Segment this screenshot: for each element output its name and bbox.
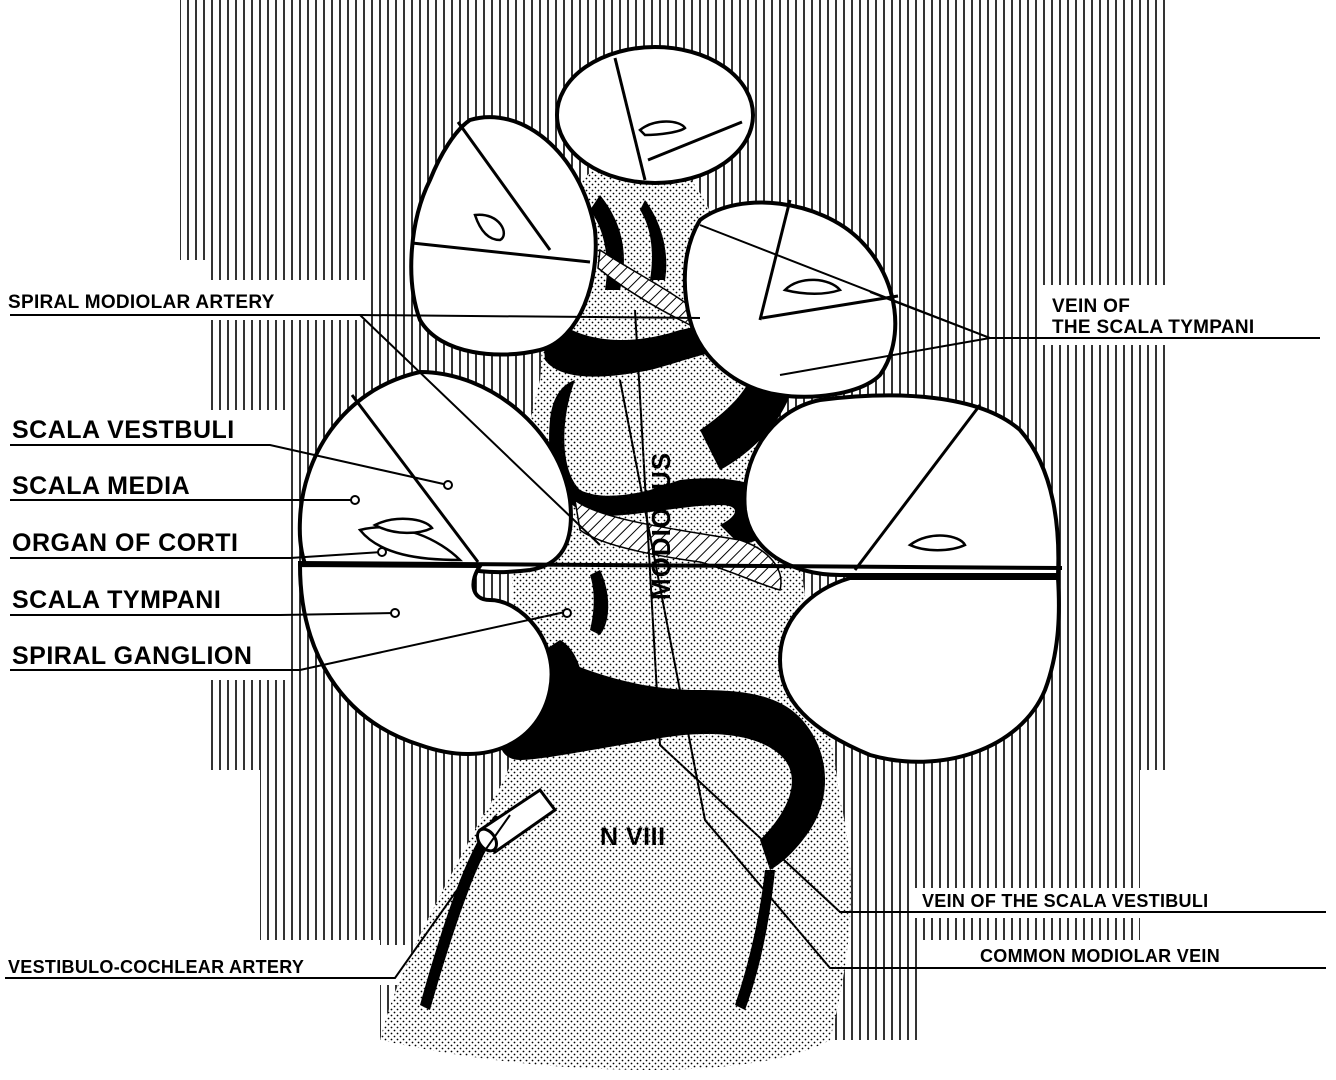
label-scala-media: SCALA MEDIA xyxy=(12,472,190,500)
label-organ-of-corti: ORGAN OF CORTI xyxy=(12,529,238,557)
label-scala-tympani: SCALA TYMPANI xyxy=(12,586,221,614)
label-vein-scala-vestibuli: VEIN OF THE SCALA VESTIBULI xyxy=(922,891,1208,911)
cochlear-turns xyxy=(297,45,1061,855)
label-common-modiolar-vein: COMMON MODIOLAR VEIN xyxy=(980,946,1220,966)
label-scala-vestibuli: SCALA VESTBULI xyxy=(12,416,235,444)
blood-vessels xyxy=(420,195,825,1010)
basal-right-turn xyxy=(742,393,1061,764)
upper-left-turn xyxy=(409,115,598,357)
turn-divider-line xyxy=(297,561,1063,570)
label-vein-scala-tympani-line2: THE SCALA TYMPANI xyxy=(1052,317,1255,338)
label-n-viii: N VIII xyxy=(600,823,666,851)
basal-left-turn xyxy=(297,369,573,756)
apical-turn xyxy=(555,45,755,185)
labels: SPIRAL MODIOLAR ARTERY VEIN OF THE SCALA… xyxy=(8,292,1255,977)
label-spiral-modiolar-artery: SPIRAL MODIOLAR ARTERY xyxy=(8,292,275,313)
leader-lines xyxy=(5,224,1326,979)
label-spiral-ganglion: SPIRAL GANGLION xyxy=(12,642,252,670)
label-markers xyxy=(350,480,572,618)
label-vestibulo-cochlear-artery: VESTIBULO-COCHLEAR ARTERY xyxy=(8,957,304,977)
label-modiolus: MODIOLUS xyxy=(646,452,676,600)
artery-stump xyxy=(475,787,558,855)
label-vein-scala-tympani-line1: VEIN OF xyxy=(1052,296,1130,317)
